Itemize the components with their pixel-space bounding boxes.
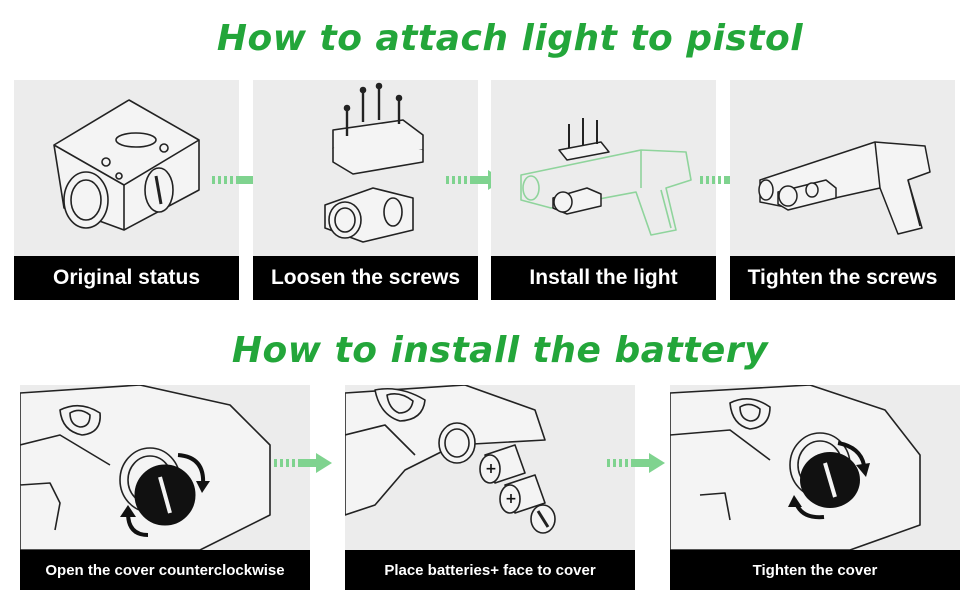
rotate-arrow-icon [177, 453, 206, 486]
step-caption: Loosen the screws [253, 256, 478, 300]
step-tighten-cover: Tighten the cover [670, 385, 960, 590]
flow-arrow-icon [607, 453, 665, 473]
step-caption: Place batteries+ face to cover [345, 550, 635, 590]
svg-text:+: + [505, 491, 517, 507]
step-caption: Tighten the screws [730, 256, 955, 300]
step-caption: Install the light [491, 256, 716, 300]
svg-text:+: + [485, 461, 497, 477]
rotate-arrow-icon [837, 441, 866, 466]
step-caption: Original status [14, 256, 239, 300]
pistol-mounted-illustration [758, 141, 931, 235]
step-caption: Tighten the cover [670, 550, 960, 590]
screws-loosened-illustration [324, 82, 424, 243]
pistol-install-illustration [520, 118, 692, 236]
step-original-status: Original status [14, 80, 239, 300]
step-loosen-screws: Loosen the screws [253, 80, 478, 300]
step-place-batteries: + + Place batteries+ face to cover [345, 385, 635, 590]
battery-placement-illustration: + + [345, 385, 556, 534]
flow-arrow-icon [274, 453, 332, 473]
battery-cover-open-illustration [20, 385, 271, 550]
battery-cover-tighten-illustration [670, 385, 921, 550]
step-caption: Open the cover counterclockwise [20, 550, 310, 590]
light-original-illustration [53, 99, 200, 231]
step-tighten-screws: Tighten the screws [730, 80, 955, 300]
step-open-cover: Open the cover counterclockwise [20, 385, 310, 590]
section-title-attach-light: How to attach light to pistol [216, 18, 804, 59]
section-title-install-battery: How to install the battery [231, 330, 769, 371]
step-install-light: Install the light [491, 80, 716, 300]
